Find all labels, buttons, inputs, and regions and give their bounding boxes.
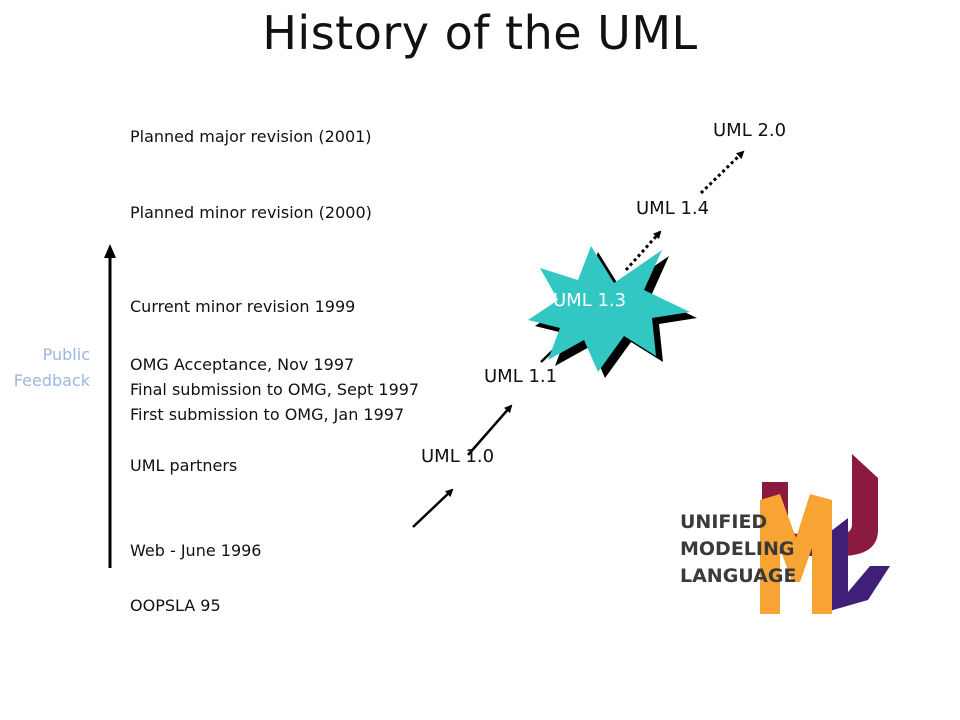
milestone-uml-partners: UML partners xyxy=(130,456,238,475)
dotted-arrow-to-uml-1-4 xyxy=(624,230,662,272)
logo-l-shape xyxy=(822,518,890,612)
page-title: History of the UML xyxy=(262,6,698,60)
public-feedback-line1: Public xyxy=(42,345,90,364)
version-uml-1-3: UML 1.3 xyxy=(553,290,627,311)
uml-1-3-burst xyxy=(528,246,690,372)
milestone-final-submission: Final submission to OMG, Sept 1997 xyxy=(130,380,420,399)
version-uml-1-1: UML 1.1 xyxy=(484,366,558,387)
milestone-first-submission: First submission to OMG, Jan 1997 xyxy=(130,405,405,424)
logo-text-unified: UNIFIED xyxy=(680,511,767,533)
milestone-major-2001: Planned major revision (2001) xyxy=(130,127,372,146)
milestone-web-june-1996: Web - June 1996 xyxy=(130,541,262,560)
arrow-to-uml-1-0 xyxy=(412,488,454,528)
dotted-arrow-to-uml-2-0 xyxy=(699,150,745,195)
version-uml-2-0: UML 2.0 xyxy=(713,120,787,141)
timeline-arrow-head xyxy=(104,244,116,258)
logo-text-language: LANGUAGE xyxy=(680,565,796,587)
milestone-minor-2000: Planned minor revision (2000) xyxy=(130,203,372,222)
arrow-to-uml-1-1 xyxy=(467,404,513,456)
public-feedback-line2: Feedback xyxy=(13,371,90,390)
milestone-oopsla-95: OOPSLA 95 xyxy=(130,596,221,615)
milestone-current-1999: Current minor revision 1999 xyxy=(130,297,356,316)
milestone-omg-acceptance: OMG Acceptance, Nov 1997 xyxy=(130,355,355,374)
public-feedback-label: Public Feedback xyxy=(0,342,90,394)
logo-text-modeling: MODELING xyxy=(680,538,794,560)
version-uml-1-4: UML 1.4 xyxy=(636,198,710,219)
uml-logo: UNIFIED MODELING LANGUAGE xyxy=(680,454,890,614)
version-uml-1-0: UML 1.0 xyxy=(421,446,495,467)
logo-m-shape xyxy=(760,494,832,614)
